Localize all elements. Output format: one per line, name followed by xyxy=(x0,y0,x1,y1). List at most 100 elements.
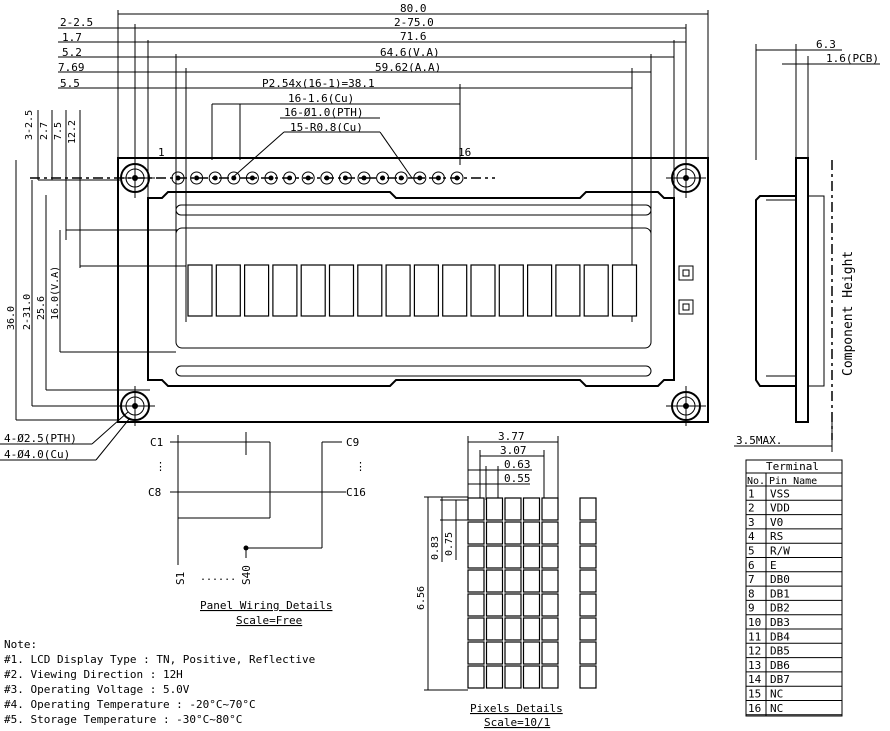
terminal-col-name: Pin Name xyxy=(769,476,817,487)
pin-pad xyxy=(338,171,352,185)
terminal-pin-number: 7 xyxy=(748,573,755,586)
dim-25p6: 25.6 xyxy=(36,296,47,320)
character-cell xyxy=(187,264,213,317)
pixel-dim-0p63: 0.63 xyxy=(504,458,531,471)
pixel-dim-0p75: 0.75 xyxy=(444,532,455,556)
led-pad-2-inner xyxy=(682,303,690,311)
terminal-title: Terminal xyxy=(766,460,819,473)
character-cell xyxy=(244,264,270,317)
pixel-dot xyxy=(579,665,597,689)
pin-pad xyxy=(227,171,241,185)
dim-r08: 15-R0.8(Cu) xyxy=(290,121,363,134)
pin-pad xyxy=(394,171,408,185)
pin-pad xyxy=(190,171,204,185)
character-cells xyxy=(187,264,638,317)
terminal-pin-name: VSS xyxy=(770,487,790,500)
terminal-pin-number: 12 xyxy=(748,645,761,658)
terminal-pin-number: 16 xyxy=(748,702,761,715)
hole-label-pth: 4-Ø2.5(PTH) xyxy=(4,432,77,445)
pixel-dot xyxy=(467,569,485,593)
hole-label-cu: 4-Ø4.0(Cu) xyxy=(4,448,70,461)
terminal-col-no: No. xyxy=(747,476,765,487)
wiring-s1: S1 xyxy=(174,572,187,585)
character-cell xyxy=(357,264,383,317)
pixel-dot xyxy=(504,545,522,569)
pixel-dot xyxy=(485,569,504,593)
character-cell xyxy=(470,264,496,317)
pixel-dot xyxy=(579,617,597,641)
character-cell xyxy=(611,264,638,317)
pixel-dot xyxy=(467,617,485,641)
wiring-title: Panel Wiring Details xyxy=(200,599,332,612)
notes: Note: #1. LCD Display Type : TN, Positiv… xyxy=(4,638,315,726)
terminal-pin-number: 4 xyxy=(748,530,755,543)
pixel-dot xyxy=(467,497,485,521)
terminal-pin-number: 3 xyxy=(748,516,755,529)
pixel-dot xyxy=(541,665,559,689)
terminal-pin-number: 2 xyxy=(748,502,755,515)
dim-12p2: 12.2 xyxy=(67,120,78,144)
pin-row xyxy=(171,171,464,185)
dim-2-31: 2-31.0 xyxy=(22,294,33,330)
pixel-dot xyxy=(541,641,559,665)
wiring-dots-right: ⋮ xyxy=(355,460,366,473)
pixel-grid xyxy=(467,497,597,689)
pixel-dot xyxy=(579,497,597,521)
wiring-dots: ...... xyxy=(200,572,236,583)
mount-hole-br xyxy=(666,386,706,426)
wiring-c1: C1 xyxy=(150,436,163,449)
dim-71p6: 71.6 xyxy=(400,30,427,43)
wiring-c16: C16 xyxy=(346,486,366,499)
dim-16va: 16.0(V.A) xyxy=(50,266,61,320)
terminal-pin-name: NC xyxy=(770,688,783,701)
terminal-pin-name: E xyxy=(770,559,777,572)
pixel-scale: Scale=10/1 xyxy=(484,716,550,729)
wiring-s40: S40 xyxy=(240,565,253,585)
pixel-dot xyxy=(522,641,541,665)
terminal-pin-name: DB7 xyxy=(770,673,790,686)
character-cell xyxy=(555,264,581,317)
dim-7p69: 7.69 xyxy=(58,61,85,74)
bezel-slot-top xyxy=(175,204,652,216)
terminal-pin-number: 14 xyxy=(748,673,762,686)
side-bezel xyxy=(755,195,796,387)
pixel-dim-6p56: 6.56 xyxy=(416,586,427,610)
dim-2p7: 2.7 xyxy=(39,122,50,140)
pixel-dot xyxy=(541,545,559,569)
pixel-dot xyxy=(522,521,541,545)
side-components xyxy=(807,195,825,387)
led-pad-2 xyxy=(678,299,694,315)
character-cell xyxy=(442,264,468,317)
terminal-pin-name: R/W xyxy=(770,545,790,558)
pixel-dot xyxy=(522,665,541,689)
terminal-pin-number: 9 xyxy=(748,602,755,615)
pixel-dot xyxy=(541,569,559,593)
pixel-details: 3.77 3.07 0.63 0.55 0.83 0.75 6.56 Pixel… xyxy=(416,430,597,729)
pixel-dot xyxy=(467,665,485,689)
pixel-dot xyxy=(485,665,504,689)
pixel-dot xyxy=(504,569,522,593)
pixel-dot xyxy=(579,521,597,545)
pin-pad xyxy=(413,171,427,185)
wiring-c9: C9 xyxy=(346,436,359,449)
terminal-pin-number: 10 xyxy=(748,616,761,629)
character-cell xyxy=(385,264,411,317)
pixel-dot xyxy=(579,569,597,593)
dim-7p5: 7.5 xyxy=(53,122,64,140)
pin-label-last: 16 xyxy=(458,146,471,159)
side-pcb xyxy=(795,157,809,423)
panel-wiring: C1 C8 C9 C16 ⋮ ⋮ S1 S40 ...... Panel Wir… xyxy=(148,432,366,627)
pixel-dot xyxy=(485,617,504,641)
terminal-pin-name: RS xyxy=(770,530,783,543)
terminal-pin-name: DB1 xyxy=(770,587,790,600)
pin-pad xyxy=(376,171,390,185)
pin-pad xyxy=(357,171,371,185)
pixel-dot xyxy=(504,521,522,545)
terminal-pin-name: DB0 xyxy=(770,573,790,586)
pixel-dot xyxy=(522,617,541,641)
dim-1p7: 1.7 xyxy=(62,31,82,44)
pin-pad xyxy=(450,171,464,185)
dim-59p62: 59.62(A.A) xyxy=(375,61,441,74)
